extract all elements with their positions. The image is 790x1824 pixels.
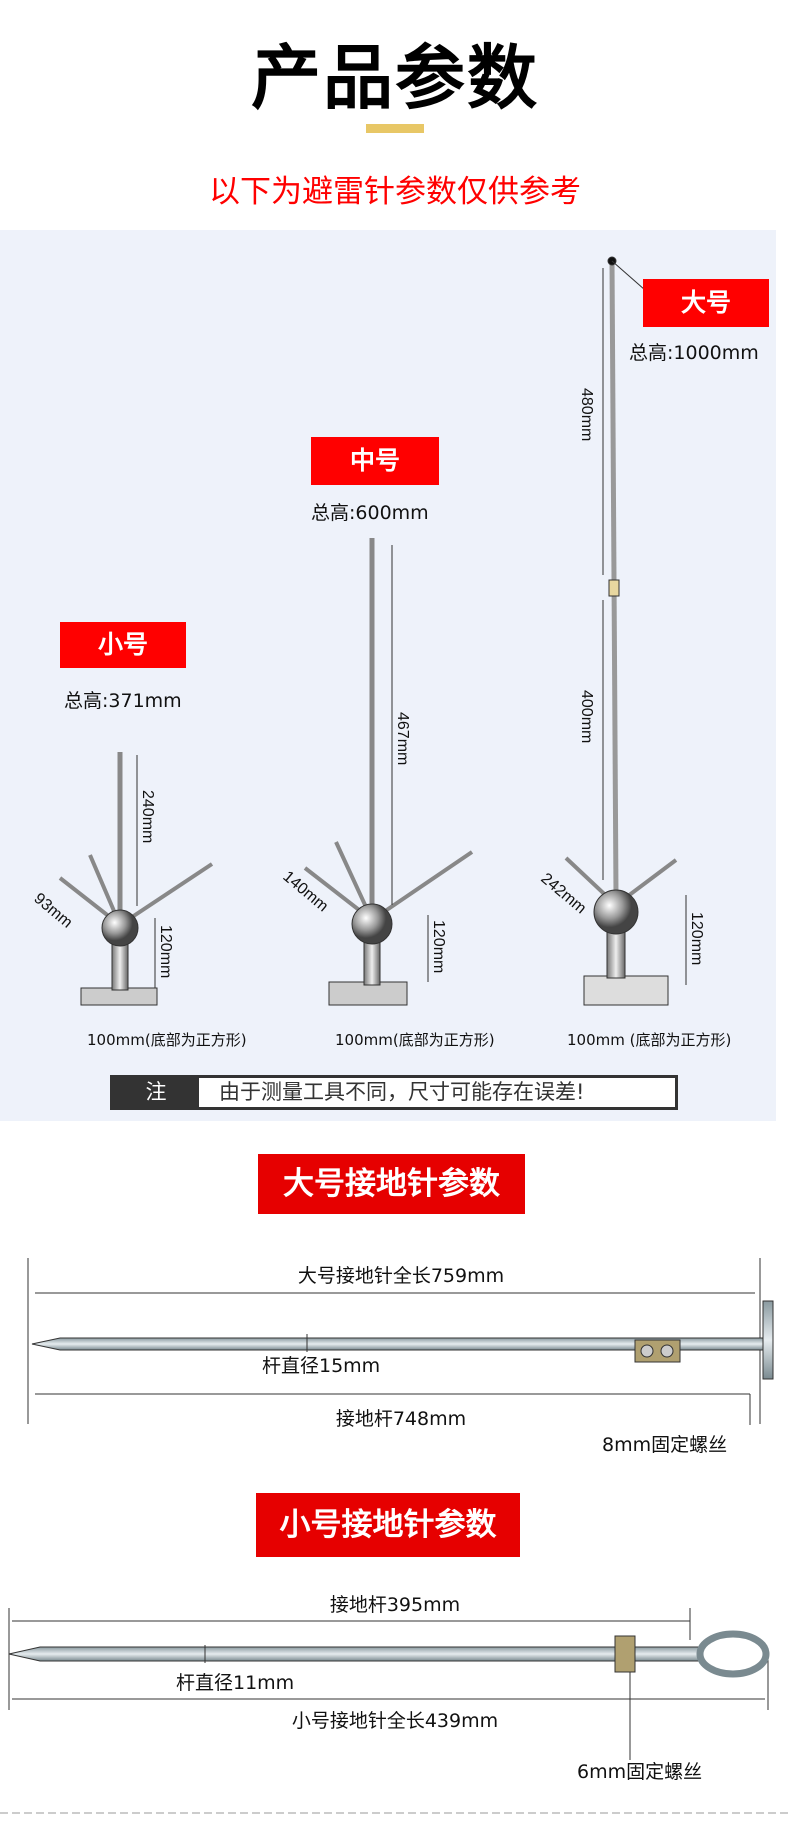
dim-large-400: 400mm <box>578 690 595 743</box>
large-ground-rod-drawing <box>27 1258 774 1425</box>
tag-large: 大号 <box>643 279 769 327</box>
dim-medium-140: 140mm <box>279 868 331 915</box>
note-text: 由于测量工具不同，尺寸可能存在误差! <box>219 1080 585 1104</box>
small-lightning-rod <box>58 752 214 1006</box>
subtitle: 以下为避雷针参数仅供参考 <box>209 174 581 210</box>
tag-medium: 中号 <box>311 437 439 485</box>
tag-small: 小号 <box>60 622 186 668</box>
medium-lightning-rod <box>303 538 474 1006</box>
height-medium: 总高:600mm <box>311 502 429 524</box>
section-title-small-ground-rod: 小号接地针参数 <box>256 1493 520 1557</box>
base-small: 100mm(底部为正方形) <box>87 1031 247 1049</box>
large-rod-length: 接地杆748mm <box>335 1408 467 1430</box>
title-underline <box>366 124 424 133</box>
dim-large-242: 242mm <box>537 870 589 917</box>
small-rod-length: 接地杆395mm <box>329 1594 461 1616</box>
base-medium: 100mm(底部为正方形) <box>335 1031 495 1049</box>
large-total-length: 大号接地针全长759mm <box>297 1265 505 1287</box>
dim-small-120: 120mm <box>157 925 174 978</box>
dim-large-120: 120mm <box>688 912 705 965</box>
section-title-large-ground-rod: 大号接地针参数 <box>258 1154 525 1214</box>
small-total-length: 小号接地针全长439mm <box>291 1710 499 1732</box>
dim-medium-120: 120mm <box>430 920 447 973</box>
dim-large-480: 480mm <box>578 388 595 441</box>
small-ground-rod-drawing <box>8 1608 770 1760</box>
dim-medium-467: 467mm <box>394 712 411 765</box>
large-diameter: 杆直径15mm <box>262 1355 381 1377</box>
note-label: 注 <box>113 1078 199 1107</box>
lightning-rod-panel <box>0 230 776 1121</box>
small-screw: 6mm固定螺丝 <box>577 1761 703 1783</box>
small-diameter: 杆直径11mm <box>176 1672 295 1694</box>
height-small: 总高:371mm <box>64 690 182 712</box>
base-large: 100mm (底部为正方形) <box>567 1031 732 1049</box>
page-title: 产品参数 <box>251 37 539 119</box>
dim-small-240: 240mm <box>139 790 156 843</box>
height-large: 总高:1000mm <box>629 342 759 364</box>
large-lightning-rod <box>564 256 687 1006</box>
dim-small-93: 93mm <box>30 890 75 932</box>
large-screw: 8mm固定螺丝 <box>602 1434 728 1456</box>
note-box: 注 由于测量工具不同，尺寸可能存在误差! <box>110 1075 678 1110</box>
